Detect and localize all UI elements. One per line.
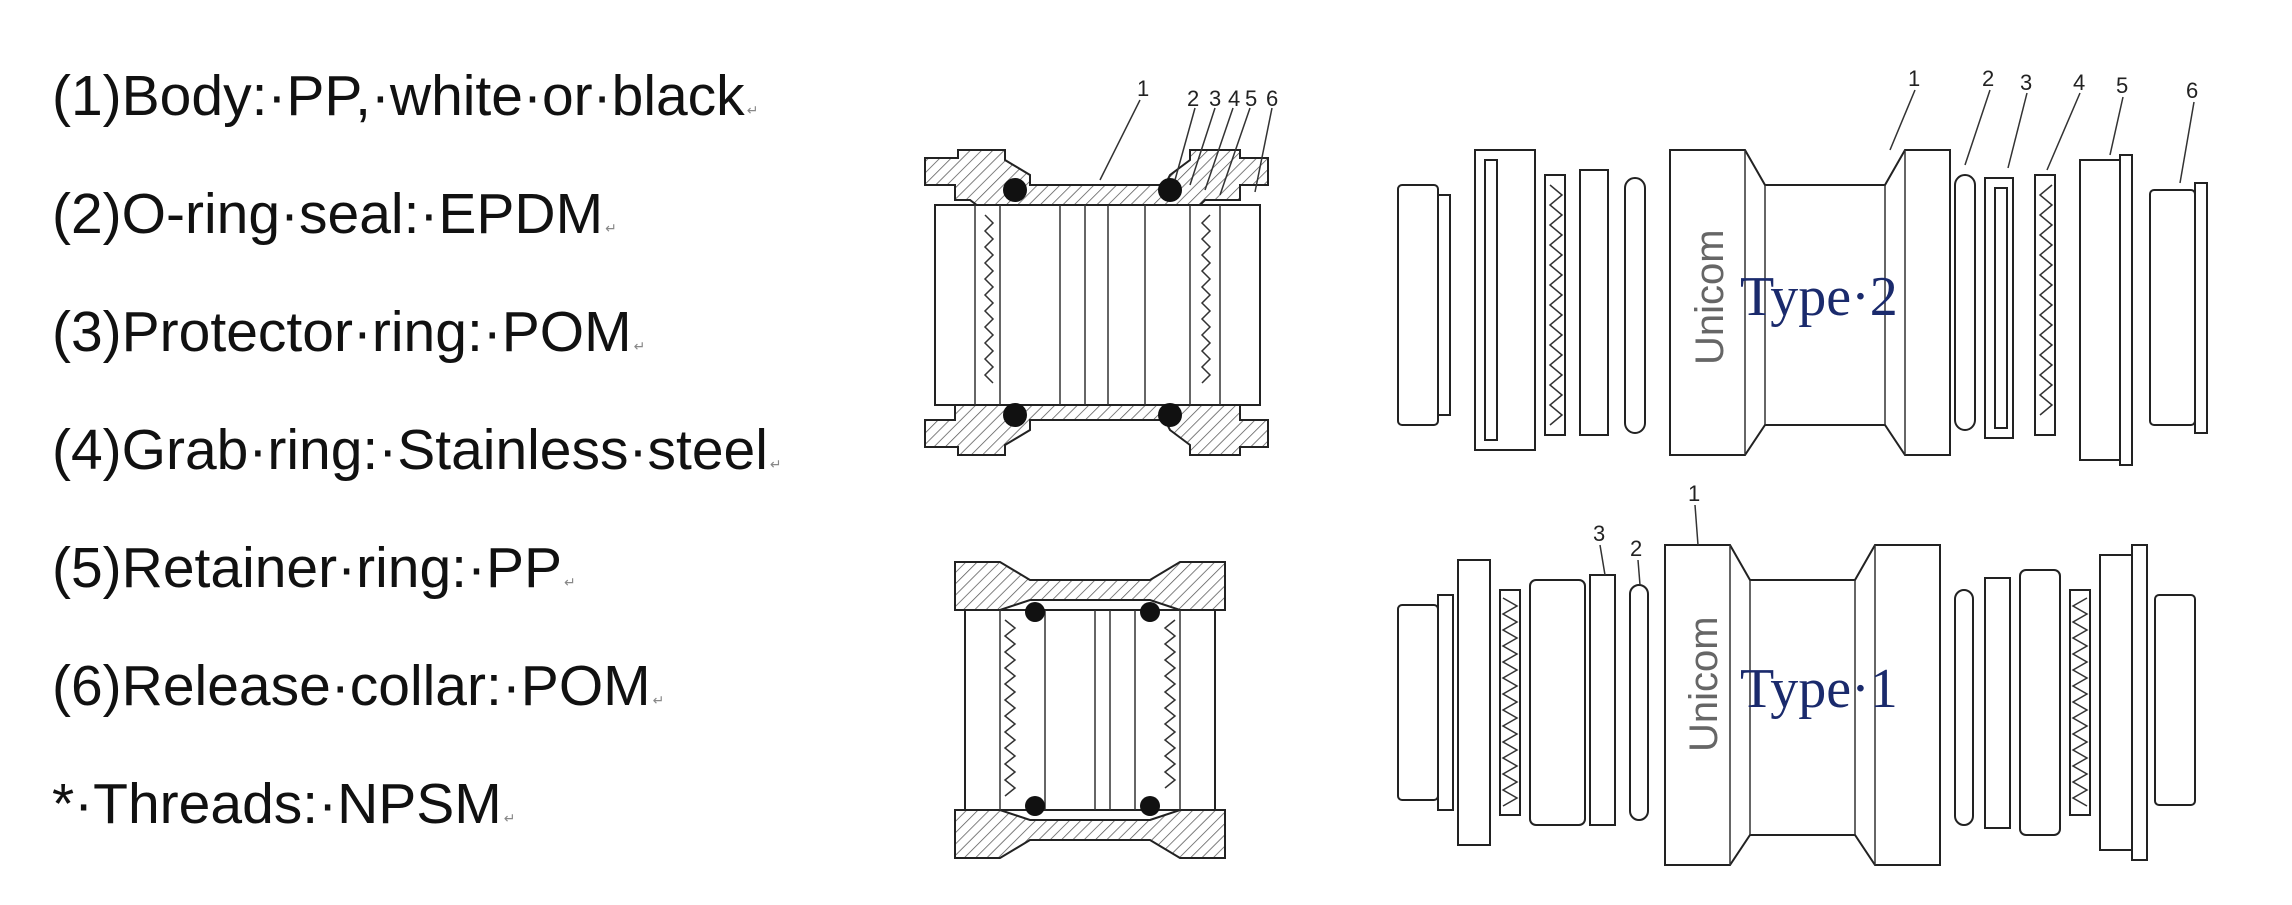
exploded-view-type2: Unicom Type·2 1 2 3 4 5 6 — [1397, 66, 2208, 466]
type2-label-5: 5 — [2116, 73, 2128, 98]
cross-section-type2: 1 2 3 4 5 6 — [924, 76, 1278, 456]
spec-body: (1)Body:·PP,·white·or·black↵ — [52, 64, 759, 128]
brand-unicom-type1: Unicom — [1682, 616, 1726, 752]
section-label-4: 4 — [1228, 86, 1240, 111]
spec-release-collar: (6)Release·collar:·POM↵ — [52, 654, 665, 718]
spec-retainer-ring: (5)Retainer·ring:·PP↵ — [52, 536, 576, 600]
section-label-2: 2 — [1187, 86, 1199, 111]
type2-label-4: 4 — [2073, 70, 2085, 95]
cross-section-type1 — [954, 561, 1226, 859]
type1-label-3: 3 — [1593, 521, 1605, 546]
type2-label-2: 2 — [1982, 66, 1994, 91]
section-label-1: 1 — [1137, 76, 1149, 101]
type2-label: Type·2 — [1740, 266, 1898, 328]
spec-threads: *·Threads:·NPSM↵ — [52, 772, 516, 836]
section-label-6: 6 — [1266, 86, 1278, 111]
type2-label-3: 3 — [2020, 70, 2032, 95]
spec-protector-ring: (3)Protector·ring:·POM↵ — [52, 300, 646, 364]
section-label-3: 3 — [1209, 86, 1221, 111]
type2-label-6: 6 — [2186, 78, 2198, 103]
type1-label: Type·1 — [1740, 658, 1898, 720]
type1-label-2: 2 — [1630, 536, 1642, 561]
spec-grab-ring: (4)Grab·ring:·Stainless·steel↵ — [52, 418, 782, 482]
spec-o-ring: (2)O-ring·seal:·EPDM↵ — [52, 182, 617, 246]
type1-label-1: 1 — [1688, 481, 1700, 506]
type2-label-1: 1 — [1908, 66, 1920, 91]
section-label-5: 5 — [1245, 86, 1257, 111]
brand-unicom-type2: Unicom — [1688, 229, 1732, 365]
exploded-view-type1: Unicom Type·1 1 3 2 — [1397, 481, 2196, 866]
